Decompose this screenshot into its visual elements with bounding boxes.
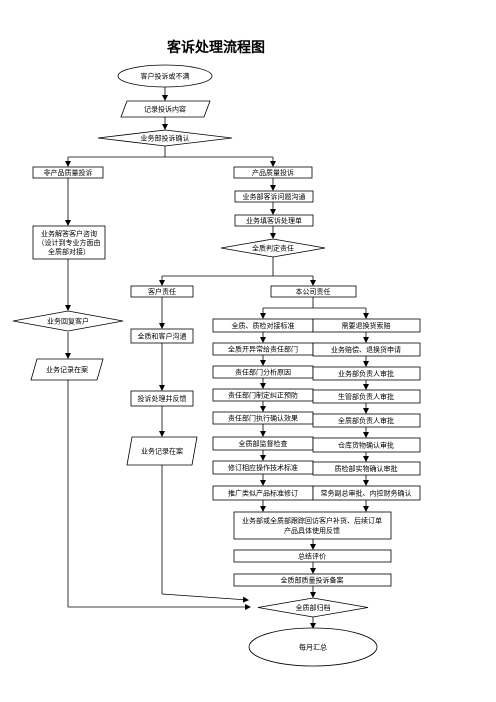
node-consult: 业务解答客户咨询 （设计到专业方面由 全质部对接） (32, 225, 106, 260)
svg-text:投诉处理并反馈: 投诉处理并反馈 (138, 394, 187, 403)
node-assign-dept: 全质开异常给责任部门 (212, 342, 314, 356)
node-customer-resp: 客户责任 (130, 285, 194, 298)
svg-text:业务部或全质部跟踪回访客户补货、后续订单: 业务部或全质部跟踪回访客户补货、后续订单 (242, 516, 382, 525)
node-supervise: 全质部监督检查 (212, 436, 314, 451)
node-fill-sheet: 业务填客诉处理单 (234, 214, 314, 227)
svg-text:每月汇总: 每月汇总 (299, 643, 327, 652)
svg-text:客户责任: 客户责任 (148, 287, 176, 296)
node-gm-approve: 常务副总审批、内控财务确认 (312, 485, 421, 501)
svg-text:责任部门制定纠正预防: 责任部门制定纠正预防 (228, 391, 298, 400)
node-start: 客户投诉或不满 (117, 64, 213, 88)
svg-text:全质部质量投诉备案: 全质部质量投诉备案 (281, 576, 344, 585)
node-reply-customer: 业务回复客户 (12, 310, 124, 332)
page-title: 客诉处理流程图 (166, 39, 265, 56)
node-sales-record-left: 业务记录在案 (30, 358, 104, 381)
node-comm-with-customer: 全质和客户沟通 (130, 328, 194, 344)
svg-text:业务部客诉问题沟通: 业务部客诉问题沟通 (243, 192, 306, 201)
svg-text:推广类似产品标准修订: 推广类似产品标准修订 (228, 489, 298, 498)
svg-text:生管部负责人审批: 生管部负责人审批 (338, 392, 394, 401)
node-verify: 责任部门执行确认效果 (212, 411, 314, 425)
node-sales-confirm: 业务部投诉确认 (97, 129, 233, 147)
svg-text:责任部门分析原因: 责任部门分析原因 (235, 368, 291, 377)
node-monthly: 每月汇总 (248, 627, 378, 667)
node-apply: 业务赔偿、退换货申请 (312, 342, 421, 357)
node-file-record: 全质部质量投诉备案 (233, 573, 392, 587)
node-quality: 产品质量投诉 (233, 166, 313, 179)
node-feedback: 投诉处理并反馈 (130, 390, 194, 407)
svg-text:常务副总审批、内控财务确认: 常务副总审批、内控财务确认 (321, 489, 412, 498)
svg-text:业务部投诉确认: 业务部投诉确认 (141, 134, 190, 143)
svg-text:总结评价: 总结评价 (298, 552, 326, 561)
node-record-complaint: 记录投诉内容 (120, 100, 211, 118)
svg-text:全质部负责人审批: 全质部负责人审批 (338, 416, 394, 425)
svg-text:全质判定责任: 全质判定责任 (252, 244, 294, 253)
svg-text:责任部门执行确认效果: 责任部门执行确认效果 (228, 414, 298, 423)
svg-text:业务部负责人审批: 业务部负责人审批 (338, 369, 394, 378)
svg-text:产品质量投诉: 产品质量投诉 (252, 168, 294, 177)
svg-text:（设计到专业方面由: （设计到专业方面由 (38, 238, 101, 247)
node-company-resp: 本公司责任 (270, 285, 357, 298)
svg-text:全质部监督检查: 全质部监督检查 (239, 439, 288, 448)
svg-text:业务记录在案: 业务记录在案 (141, 447, 183, 456)
node-qc-mgr: 全质部负责人审批 (312, 413, 421, 428)
svg-text:需要退换货索赔: 需要退换货索赔 (342, 321, 391, 330)
connectors (65, 86, 369, 629)
svg-text:产品具体使用反馈: 产品具体使用反馈 (284, 526, 340, 535)
svg-text:业务填客诉处理单: 业务填客诉处理单 (246, 216, 302, 225)
node-prevent: 责任部门制定纠正预防 (212, 388, 314, 402)
node-promote: 推广类似产品标准修订 (212, 485, 314, 501)
svg-text:全质部对接）: 全质部对接） (48, 247, 90, 256)
svg-text:本公司责任: 本公司责任 (296, 287, 331, 296)
node-mgr-1: 业务部负责人审批 (312, 366, 421, 381)
svg-text:非产品质量投诉: 非产品质量投诉 (44, 168, 93, 177)
svg-text:全质和客户沟通: 全质和客户沟通 (138, 332, 187, 341)
svg-text:客户投诉或不满: 客户投诉或不满 (141, 72, 190, 81)
node-summary: 总结评价 (233, 549, 392, 563)
svg-text:全质开异常给责任部门: 全质开异常给责任部门 (228, 345, 298, 354)
node-prod-mgr: 生管部负责人审批 (312, 389, 421, 404)
node-archive: 全质部归档 (257, 597, 369, 618)
node-analyze: 责任部门分析原因 (212, 365, 314, 379)
node-inspect: 质检部实物确认审批 (312, 461, 421, 476)
svg-text:仓库货物确认审批: 仓库货物确认审批 (338, 441, 394, 450)
svg-text:业务回复客户: 业务回复客户 (47, 317, 89, 326)
node-followup: 业务部或全质部跟踪回访客户补货、后续订单 产品具体使用反馈 (233, 511, 392, 540)
svg-text:业务解答客户咨询: 业务解答客户咨询 (41, 229, 97, 238)
node-qc-standard: 全质、质检对接标准 (212, 318, 314, 333)
svg-text:业务赔偿、退换货申请: 业务赔偿、退换货申请 (331, 345, 401, 354)
svg-text:修订相应操作技术标准: 修订相应操作技术标准 (228, 463, 298, 472)
svg-text:全质部归档: 全质部归档 (296, 603, 331, 612)
node-warehouse: 仓库货物确认审批 (312, 437, 421, 453)
svg-text:全质、质检对接标准: 全质、质检对接标准 (232, 321, 295, 330)
node-problem-comm: 业务部客诉问题沟通 (234, 190, 314, 203)
node-sales-record-mid: 业务记录在案 (126, 436, 198, 466)
svg-text:质检部实物确认审批: 质检部实物确认审批 (335, 464, 398, 473)
svg-text:记录投诉内容: 记录投诉内容 (144, 105, 186, 114)
node-need-return: 需要退换货索赔 (312, 318, 421, 333)
node-non-quality: 非产品质量投诉 (32, 166, 104, 179)
node-revise: 修订相应操作技术标准 (212, 460, 314, 475)
node-judge: 全质判定责任 (220, 238, 326, 258)
svg-text:业务记录在案: 业务记录在案 (46, 365, 88, 374)
